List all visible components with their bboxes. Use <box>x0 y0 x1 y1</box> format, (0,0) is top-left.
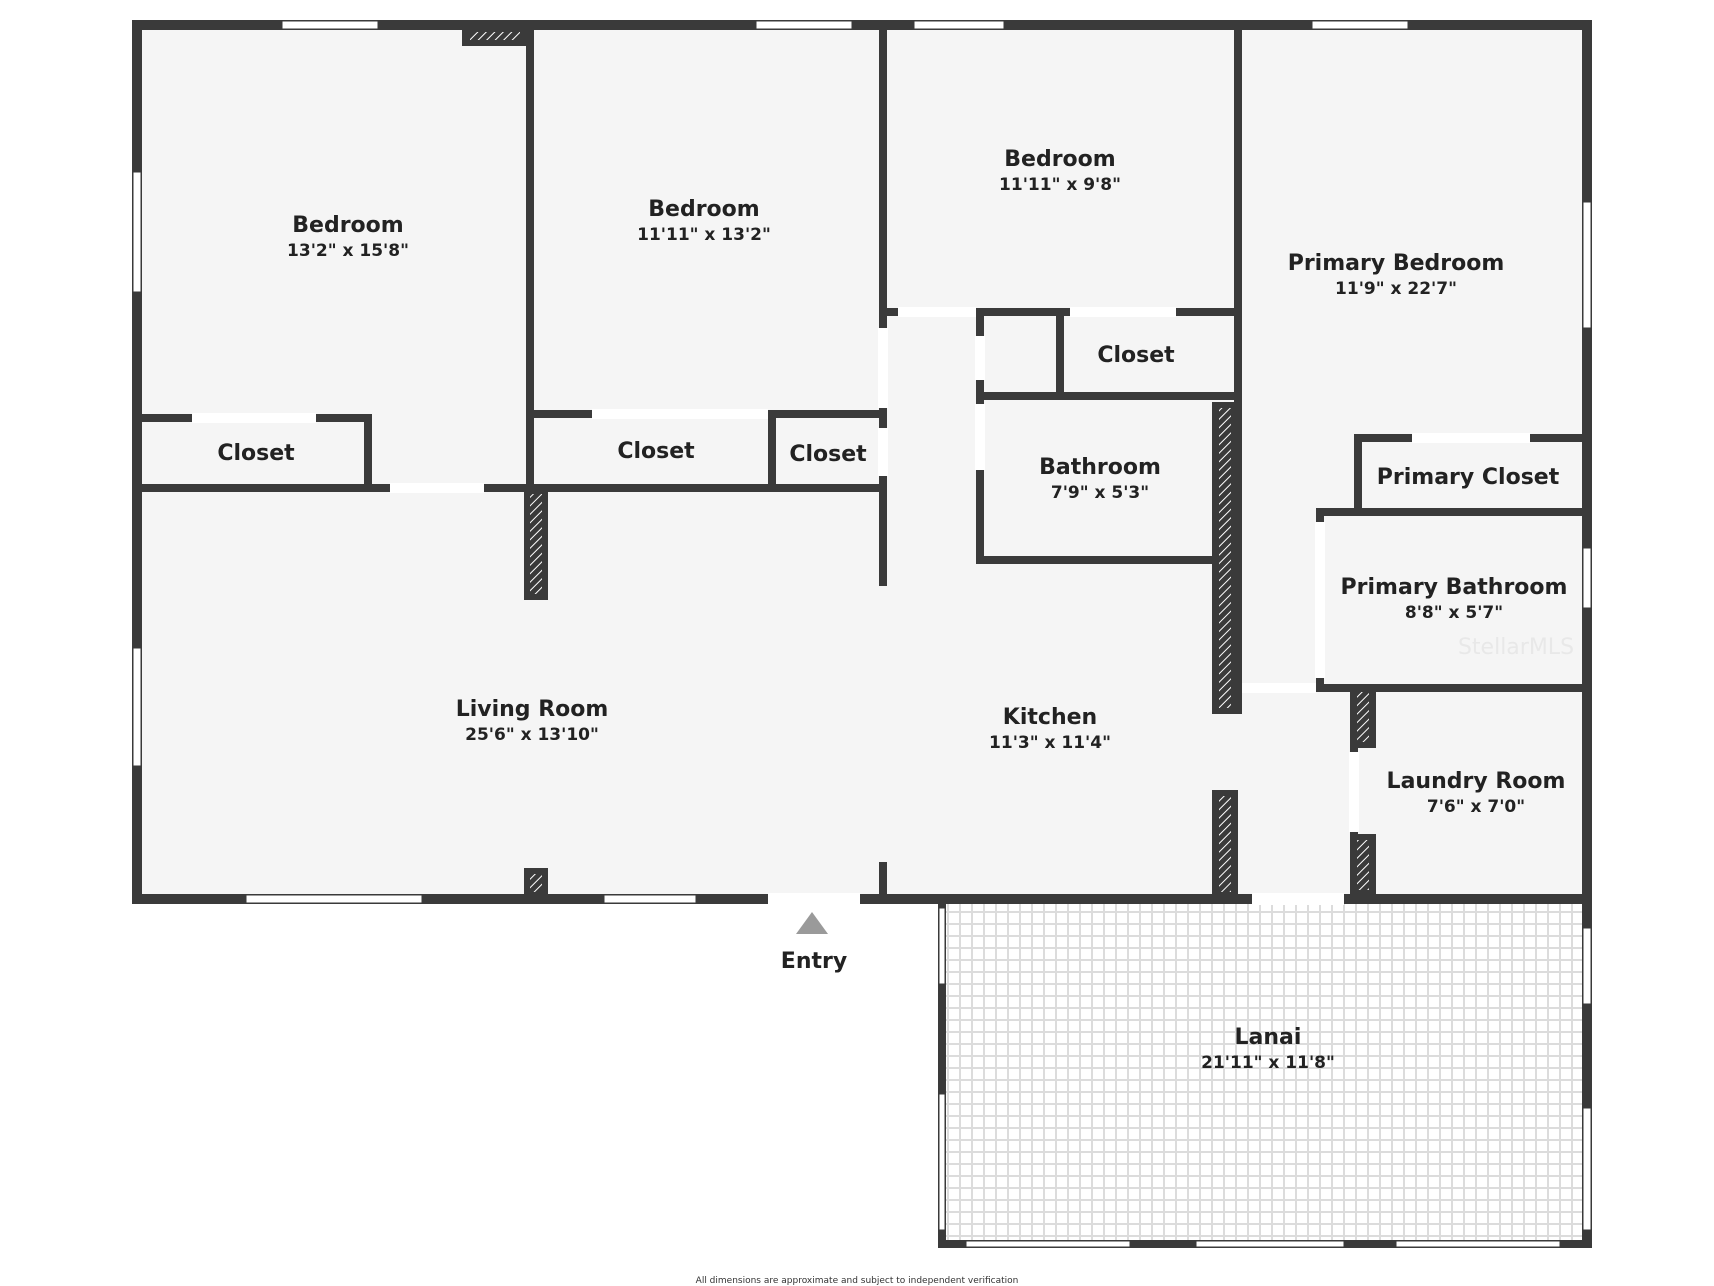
window-lanai-left-1 <box>938 907 946 985</box>
wall-v-bed1-bed2 <box>526 20 534 488</box>
room-name-kitchen: Kitchen <box>1003 705 1097 730</box>
room-name-primary-closet: Primary Closet <box>1377 465 1560 490</box>
room-name-bedroom-3: Bedroom <box>1004 147 1115 172</box>
wall-bottom <box>132 894 1592 904</box>
room-name-closet-2: Closet <box>617 439 695 464</box>
half-walls <box>462 28 1376 896</box>
wall-v-pcloset-left <box>1354 436 1362 512</box>
door-closet2 <box>592 409 768 419</box>
disclaimer-footer: All dimensions are approximate and subje… <box>695 1276 1019 1286</box>
house-floor <box>136 28 1582 896</box>
window-lanai-right-2 <box>1582 1107 1592 1231</box>
door-small-closet <box>975 336 985 380</box>
window-bottom-living-1 <box>245 894 423 904</box>
window-top-bed1 <box>281 20 379 30</box>
wall-lanai-right <box>1582 900 1592 1248</box>
room-dims-lanai: 21'11" x 11'8" <box>1201 1053 1335 1073</box>
door-bathroom <box>975 404 985 470</box>
room-dims-living-room: 25'6" x 13'10" <box>465 725 599 745</box>
wall-v-bed2-bed3 <box>879 20 887 328</box>
window-left-living <box>132 647 142 767</box>
room-name-closet-3: Closet <box>789 442 867 467</box>
wall-v-closet-split <box>1056 312 1064 396</box>
door-bed2-hall <box>878 328 888 408</box>
window-lanai-left-2 <box>938 1093 946 1231</box>
room-name-closet-4: Closet <box>1097 343 1175 368</box>
room-labels: Bedroom 13'2" x 15'8" Bedroom 11'11" x 1… <box>217 147 1567 1073</box>
entry-arrow-icon <box>796 912 828 934</box>
room-dims-kitchen: 11'3" x 11'4" <box>989 733 1111 753</box>
wall-v-closet3-left <box>768 412 776 488</box>
wall-right <box>1582 20 1592 904</box>
door-bed1-living <box>390 483 484 493</box>
door-openings <box>192 307 1530 905</box>
windows <box>132 20 1592 1248</box>
wall-v-bed3-primary <box>1234 20 1242 714</box>
wall-lanai-left <box>938 900 946 1248</box>
room-dims-bedroom-3: 11'11" x 9'8" <box>999 175 1121 195</box>
door-laundry <box>1349 752 1359 832</box>
wall-h-closet-bottom <box>976 392 1238 400</box>
window-lanai-bottom-1 <box>965 1240 1131 1248</box>
door-closet3 <box>878 428 888 476</box>
window-bottom-living-2 <box>603 894 697 904</box>
wall-v-living-kitchen-bottom <box>879 862 887 896</box>
window-right-pbath <box>1582 547 1592 609</box>
watermark: StellarMLS <box>1458 635 1574 660</box>
room-dims-bathroom: 7'9" x 5'3" <box>1051 483 1149 503</box>
room-name-living-room: Living Room <box>456 697 609 722</box>
window-lanai-bottom-2 <box>1195 1240 1345 1248</box>
room-name-bedroom-1: Bedroom <box>292 213 403 238</box>
wall-h-closet-row <box>136 484 886 492</box>
room-name-closet-1: Closet <box>217 441 295 466</box>
window-right-primary <box>1582 201 1592 329</box>
room-name-lanai: Lanai <box>1235 1025 1302 1050</box>
room-dims-bedroom-2: 11'11" x 13'2" <box>637 225 771 245</box>
window-top-bed3 <box>913 20 1005 30</box>
wall-v-living-kitchen <box>879 488 887 586</box>
door-lanai <box>1252 893 1344 905</box>
wall-h-bed3-bottom <box>883 308 1238 316</box>
wall-h-pcloset-bottom <box>1316 508 1586 516</box>
lanai-floor <box>946 900 1582 1244</box>
door-closet1 <box>192 413 316 423</box>
room-name-primary-bedroom: Primary Bedroom <box>1288 251 1505 276</box>
window-top-primary <box>1311 20 1409 30</box>
door-primary-kitchen <box>1242 683 1316 693</box>
room-dims-laundry-room: 7'6" x 7'0" <box>1427 797 1525 817</box>
room-dims-primary-bedroom: 11'9" x 22'7" <box>1335 279 1457 299</box>
door-pbath <box>1315 522 1325 678</box>
room-name-primary-bathroom: Primary Bathroom <box>1341 575 1568 600</box>
room-name-laundry-room: Laundry Room <box>1387 769 1566 794</box>
wall-h-pbath-bottom <box>1316 684 1586 692</box>
entry-label: Entry <box>781 949 847 974</box>
wall-v-closet1-right <box>364 416 372 488</box>
room-name-bathroom: Bathroom <box>1039 455 1161 480</box>
room-dims-primary-bathroom: 8'8" x 5'7" <box>1405 603 1503 623</box>
wall-top <box>132 20 1592 30</box>
window-top-bed2 <box>755 20 853 30</box>
window-lanai-bottom-3 <box>1395 1240 1561 1248</box>
room-name-bedroom-2: Bedroom <box>648 197 759 222</box>
door-pcloset <box>1412 433 1530 443</box>
wall-h-bath-bottom <box>976 556 1216 564</box>
room-dims-bedroom-1: 13'2" x 15'8" <box>287 241 409 261</box>
wall-left <box>132 20 142 904</box>
window-left-bed1 <box>132 171 142 293</box>
door-closet-hall <box>1070 307 1176 317</box>
door-entry <box>768 893 860 905</box>
window-lanai-right-1 <box>1582 927 1592 1005</box>
door-bed3 <box>898 307 976 317</box>
